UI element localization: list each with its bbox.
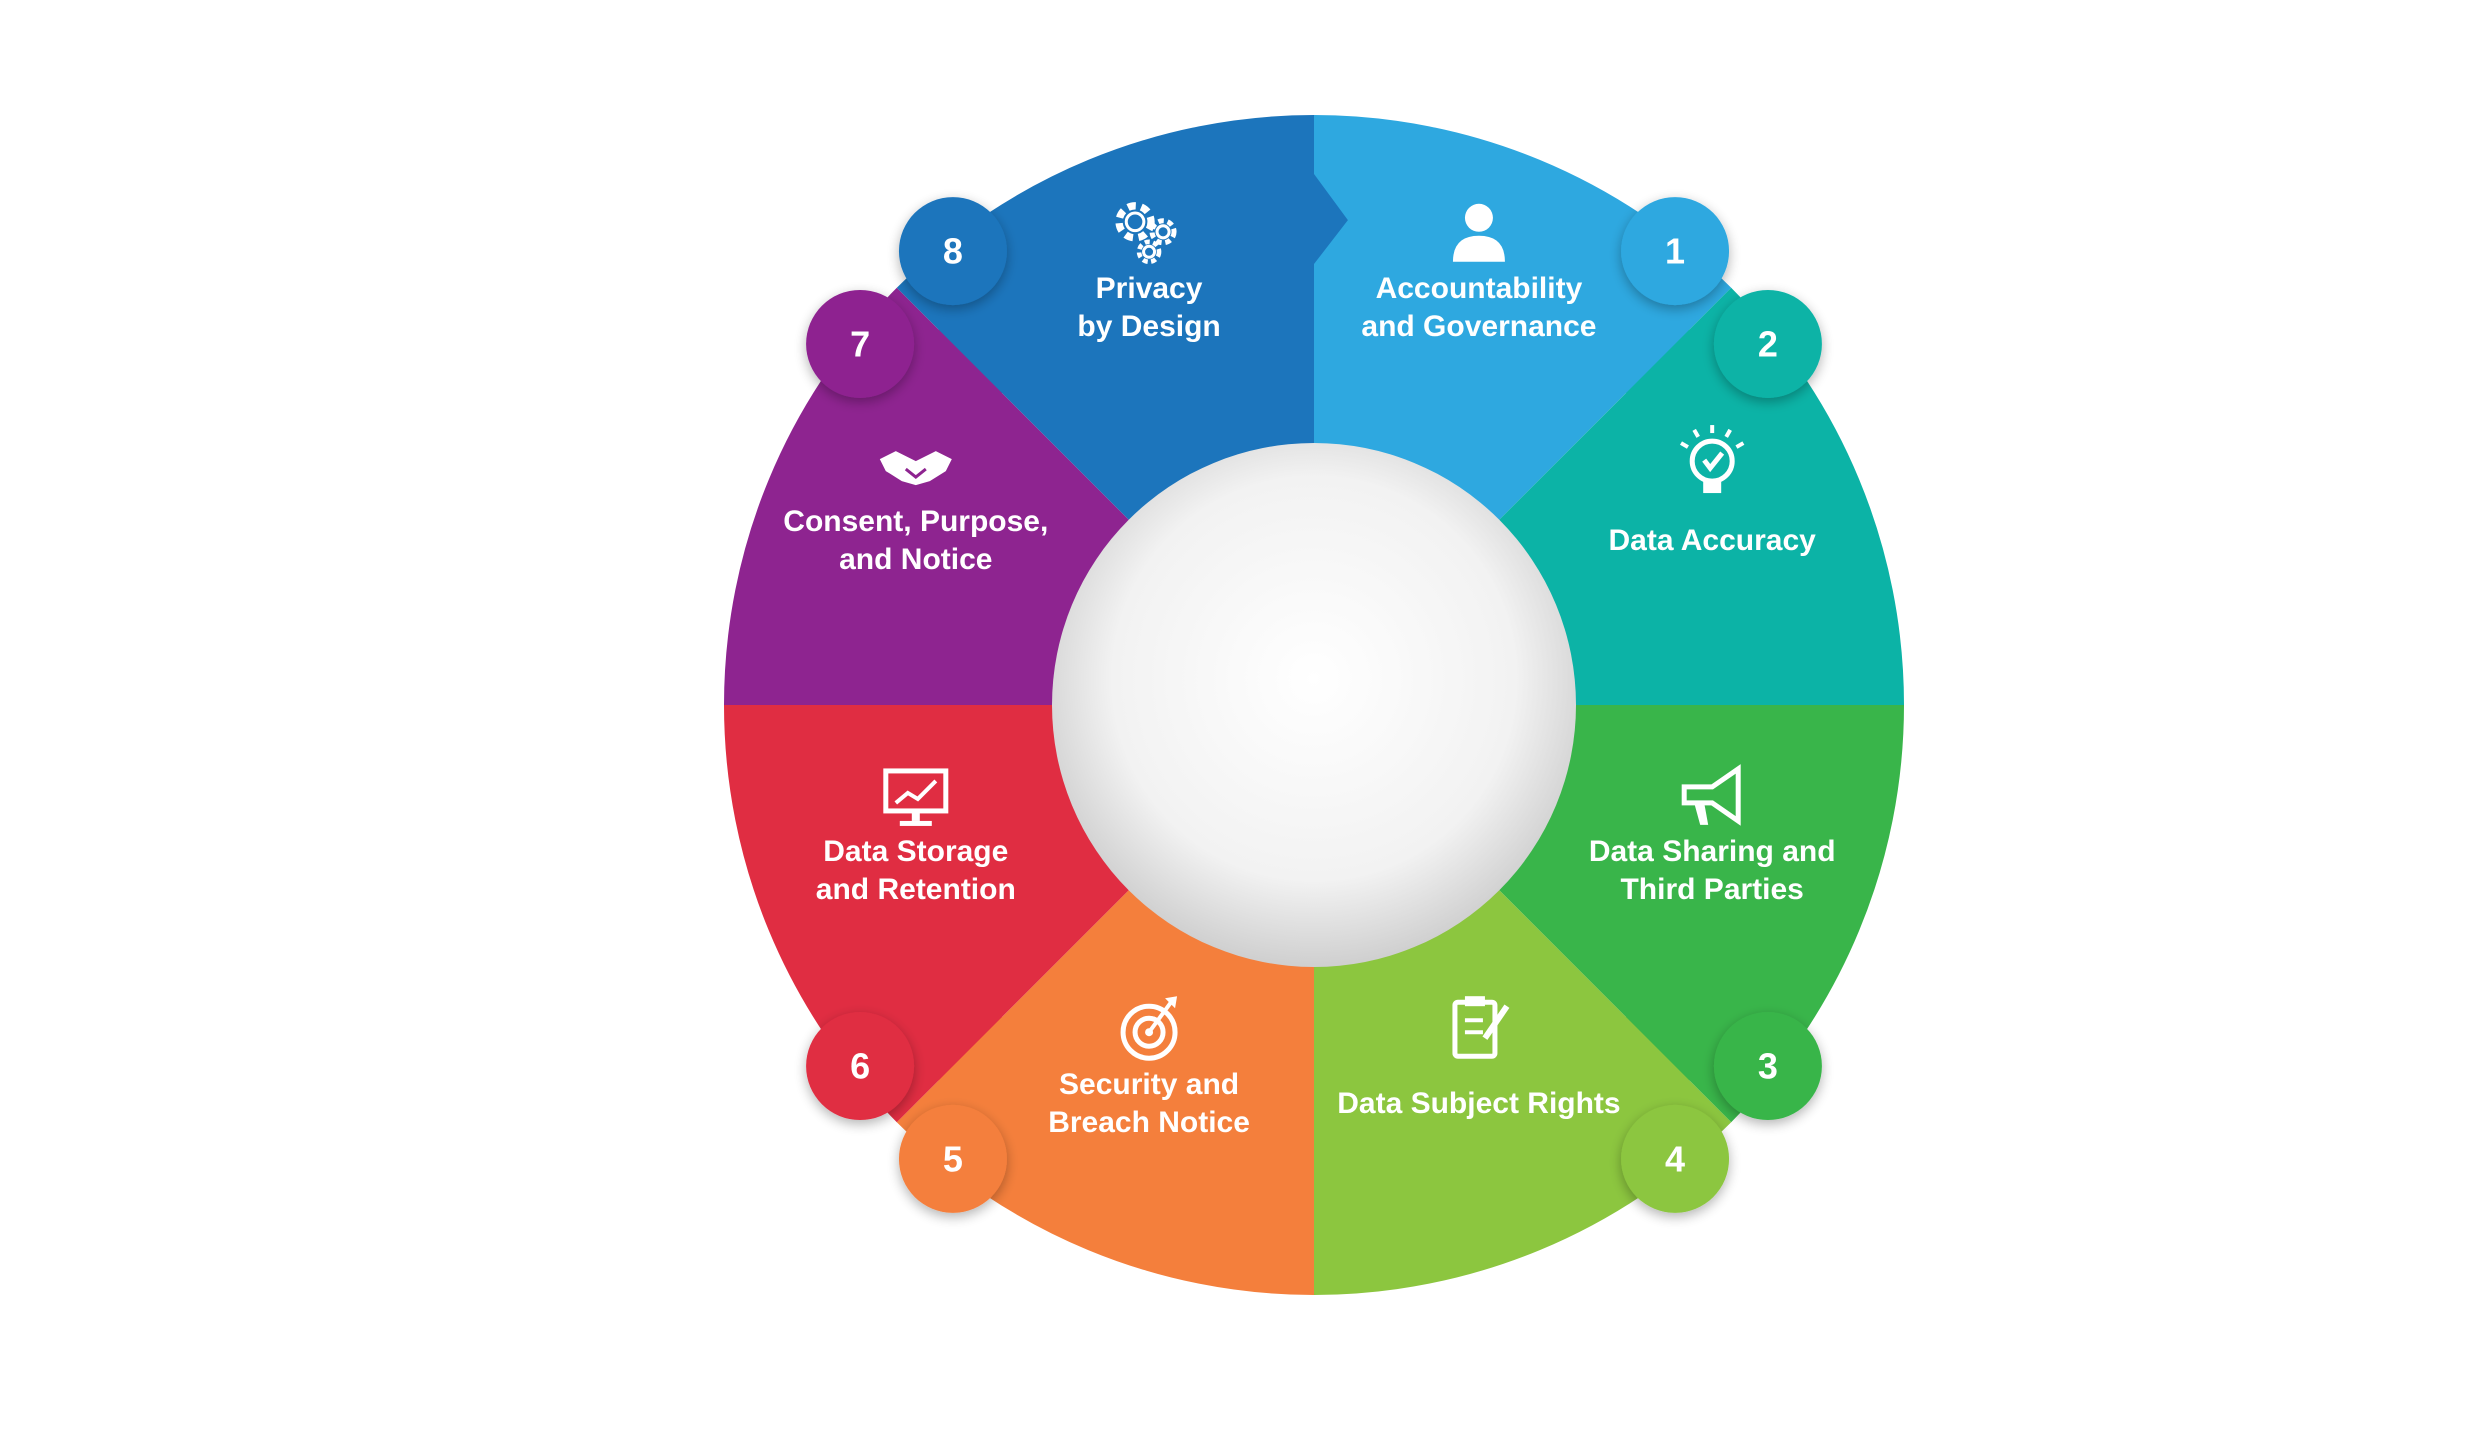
segment-2 bbox=[1495, 287, 1904, 739]
segment-6-label-line-1: Data Storage bbox=[823, 835, 1008, 868]
lightbulb-check-icon bbox=[1680, 425, 1745, 494]
segment-7 bbox=[724, 287, 1133, 705]
segment-1 bbox=[1314, 115, 1732, 524]
monitor-chart-icon bbox=[883, 768, 949, 826]
segment-5-label-line-2: Breach Notice bbox=[1048, 1106, 1250, 1139]
segment-3-label-line-2: Third Parties bbox=[1620, 873, 1803, 906]
segment-6-label-line-2: and Retention bbox=[816, 873, 1016, 906]
megaphone-icon bbox=[1681, 764, 1741, 826]
segment-3 bbox=[1495, 705, 1904, 1123]
center-hole bbox=[1052, 443, 1576, 967]
target-arrow-icon bbox=[1120, 996, 1178, 1061]
badge-5: 5 bbox=[898, 1104, 1007, 1213]
badge-3: 3 bbox=[1713, 1012, 1822, 1121]
segment-8-label-line-1: Privacy bbox=[1096, 272, 1203, 305]
badge-number: 1 bbox=[1665, 231, 1685, 272]
segment-7-label-line-2: and Notice bbox=[839, 543, 992, 576]
segment-4 bbox=[1280, 886, 1732, 1295]
segment-2-label-line-1: Data Accuracy bbox=[1609, 524, 1817, 557]
clipboard-pen-icon bbox=[1452, 996, 1510, 1059]
handshake-icon bbox=[879, 451, 952, 486]
badge-number: 2 bbox=[1758, 323, 1778, 364]
segment-3-label-line-1: Data Sharing and bbox=[1589, 835, 1836, 868]
segment-5-label-line-1: Security and bbox=[1059, 1068, 1239, 1101]
badge-number: 7 bbox=[850, 323, 870, 364]
segment-4-label-line-1: Data Subject Rights bbox=[1337, 1087, 1620, 1120]
badge-number: 4 bbox=[1665, 1138, 1685, 1179]
segment-8-label-line-2: by Design bbox=[1077, 310, 1220, 343]
segment-1-label-line-1: Accountability bbox=[1376, 272, 1583, 305]
badge-1: 1 bbox=[1621, 197, 1730, 306]
person-icon bbox=[1452, 203, 1505, 262]
badge-number: 6 bbox=[850, 1046, 870, 1087]
segment-7-label-line-1: Consent, Purpose, bbox=[783, 505, 1048, 538]
badge-7: 7 bbox=[806, 289, 915, 398]
badge-8: 8 bbox=[898, 197, 1007, 306]
segment-1-label-line-2: and Governance bbox=[1361, 310, 1596, 343]
segment-8 bbox=[896, 115, 1348, 524]
badge-6: 6 bbox=[806, 1012, 915, 1121]
gears-icon bbox=[1115, 202, 1177, 265]
badge-2: 2 bbox=[1713, 289, 1822, 398]
badge-4: 4 bbox=[1621, 1104, 1730, 1213]
badge-number: 5 bbox=[943, 1138, 963, 1179]
badge-number: 3 bbox=[1758, 1046, 1778, 1087]
segment-5 bbox=[896, 886, 1314, 1295]
badge-number: 8 bbox=[943, 231, 963, 272]
segment-6 bbox=[724, 671, 1133, 1123]
